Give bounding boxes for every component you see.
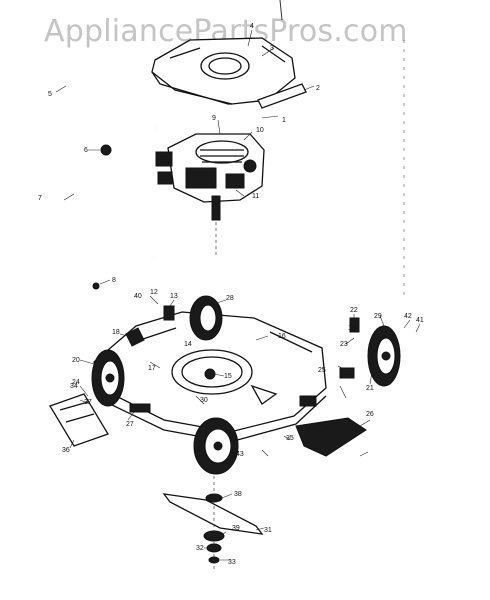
callout-32: 32 [196,545,204,552]
callout-29: 29 [374,313,382,320]
callout-6: 6 [84,147,88,154]
callout-24: 24 [72,379,80,386]
discharge-chute [295,417,367,457]
callout-33: 33 [228,559,236,566]
callout-2: 2 [316,85,320,92]
callout-22: 22 [350,307,358,314]
callout-15: 15 [224,373,232,380]
callout-34: 34 [70,383,78,390]
callout-37: 37 [84,399,92,406]
callout-30: 30 [200,397,208,404]
engine-assembly [155,133,265,258]
callout-23: 23 [340,341,348,348]
callout-4: 4 [250,23,254,30]
blade-stack [162,470,264,572]
upper-handle [43,58,158,156]
callout-43: 43 [236,451,244,458]
callout-28: 28 [226,295,234,302]
callout-14: 14 [184,341,192,348]
page-edge-lines [279,0,405,300]
callout-36: 36 [62,447,70,454]
callout-8: 8 [112,277,116,284]
callout-38: 38 [234,491,242,498]
callout-1: 1 [282,117,286,124]
callout-7: 7 [38,195,42,202]
callout-10: 10 [256,127,264,134]
callout-42: 42 [404,313,412,320]
callout-13: 13 [170,293,178,300]
wheel-front-left [193,417,239,475]
callout-35: 35 [286,435,294,442]
callout-18: 18 [112,329,120,336]
callout-16: 16 [278,333,286,340]
rear-guard [49,393,109,447]
callout-20: 20 [72,357,80,364]
callout-12: 12 [150,289,158,296]
callout-26: 26 [366,411,374,418]
lower-handle [44,162,154,290]
leader-lines [55,29,421,561]
height-adjusters [125,305,360,379]
callout-11: 11 [252,193,259,200]
callout-21: 21 [366,385,374,392]
callout-labels: 1 2 3 4 5 6 7 8 9 10 11 12 13 14 15 16 1… [38,23,424,566]
wheel-rear-right [189,295,223,341]
wheel-front-right [367,325,401,387]
callout-40: 40 [134,293,142,300]
rope-guide [257,83,307,109]
callout-41: 41 [416,317,424,324]
callout-31: 31 [264,527,272,534]
callout-9: 9 [212,115,216,122]
callout-39: 39 [232,525,240,532]
callout-25: 25 [318,367,326,374]
engine-shroud [151,37,296,105]
wheel-rear-left [91,349,125,407]
callout-27: 27 [126,421,134,428]
callout-3: 3 [270,45,274,52]
callout-5: 5 [48,91,52,98]
callout-17: 17 [148,365,156,372]
callout-19: 19 [348,325,356,332]
